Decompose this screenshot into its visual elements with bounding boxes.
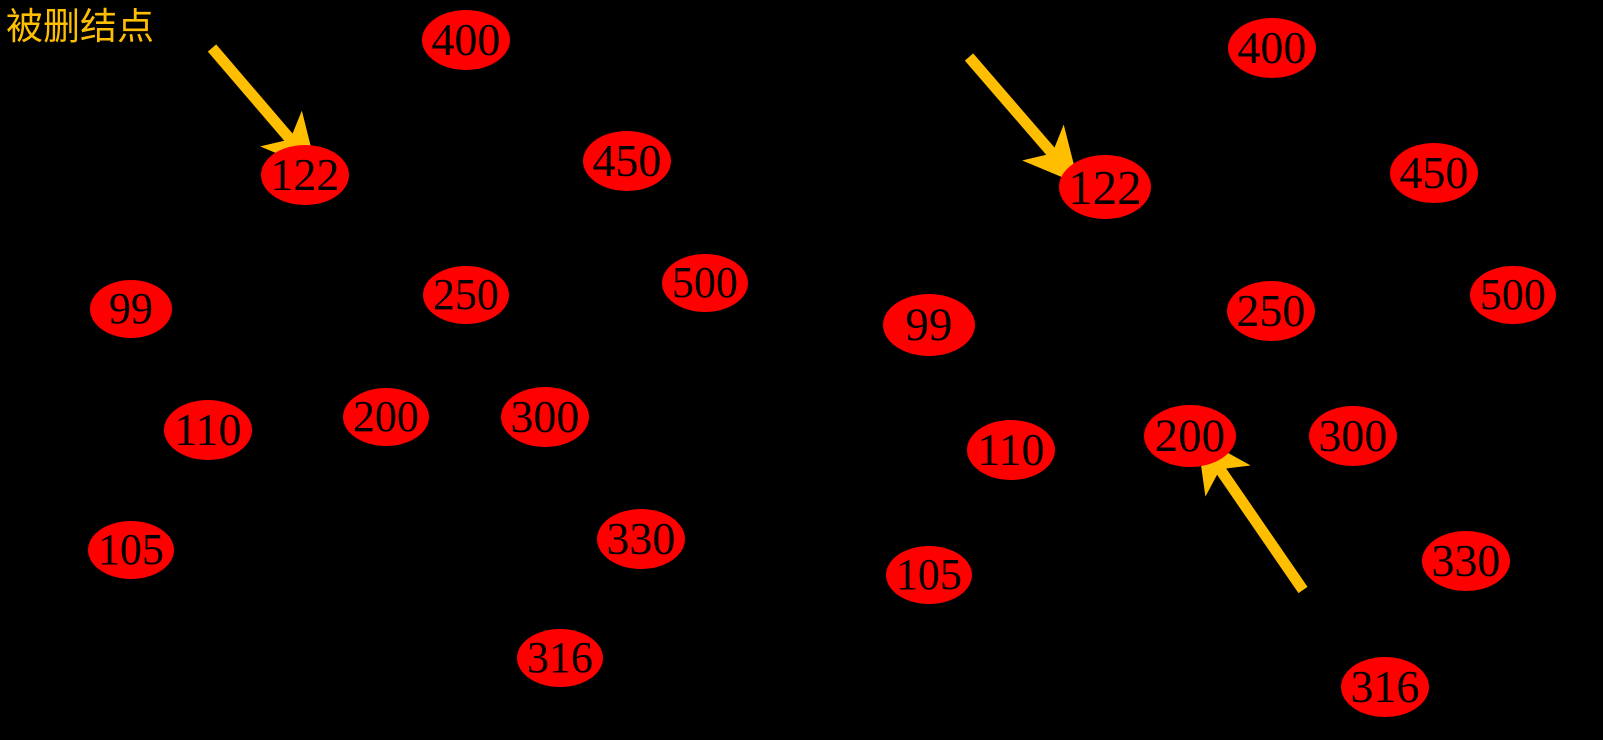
deleted-node-arrow <box>207 44 317 171</box>
node-300[interactable]: 300 <box>1309 406 1397 466</box>
node-250[interactable]: 250 <box>423 266 509 324</box>
deleted-node-label: 被删结点 <box>6 5 154 48</box>
node-200[interactable]: 200 <box>343 388 429 446</box>
node-400[interactable]: 400 <box>422 10 510 70</box>
node-250[interactable]: 250 <box>1227 281 1315 341</box>
node-400[interactable]: 400 <box>1228 18 1316 78</box>
node-316[interactable]: 316 <box>1341 657 1429 717</box>
node-122[interactable]: 122 <box>261 145 349 205</box>
node-450[interactable]: 450 <box>1390 143 1478 203</box>
node-500[interactable]: 500 <box>662 254 748 312</box>
deleted-node-arrow <box>964 53 1079 185</box>
node-500[interactable]: 500 <box>1470 266 1556 324</box>
node-110[interactable]: 110 <box>967 420 1055 480</box>
replacement-node-arrow <box>1196 435 1308 594</box>
node-105[interactable]: 105 <box>886 546 972 604</box>
node-122[interactable]: 122 <box>1059 155 1151 219</box>
node-105[interactable]: 105 <box>88 521 174 579</box>
node-316[interactable]: 316 <box>517 629 603 687</box>
node-200[interactable]: 200 <box>1144 405 1236 467</box>
node-99[interactable]: 99 <box>883 294 975 356</box>
node-110[interactable]: 110 <box>164 400 252 460</box>
node-300[interactable]: 300 <box>501 387 589 447</box>
node-450[interactable]: 450 <box>583 131 671 191</box>
node-330[interactable]: 330 <box>1422 531 1510 591</box>
node-330[interactable]: 330 <box>597 509 685 569</box>
node-99[interactable]: 99 <box>90 280 172 338</box>
